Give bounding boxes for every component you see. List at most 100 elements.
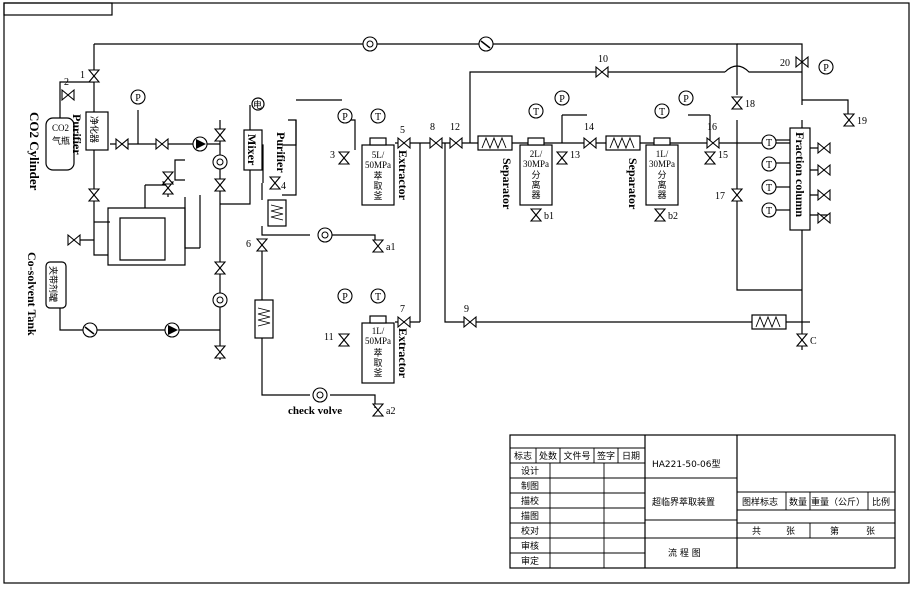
- valve-label: a2: [386, 406, 395, 417]
- valve-label: b1: [544, 211, 554, 222]
- separator-1-c2: 离: [531, 179, 540, 191]
- valve-b2[interactable]: b2: [653, 208, 678, 222]
- valve-icon[interactable]: [213, 261, 227, 275]
- valve-label: 18: [745, 99, 755, 110]
- motor-symbol: 电: [253, 99, 262, 111]
- valve-16[interactable]: 16: [706, 122, 720, 150]
- valve-icon[interactable]: [161, 171, 175, 185]
- valve-icon[interactable]: [155, 137, 169, 151]
- valve-4[interactable]: 4: [268, 176, 286, 192]
- extractor-1-vol: 5L/: [372, 150, 385, 160]
- extractor-2-c3: 釜: [373, 367, 382, 379]
- valve-2[interactable]: 2: [61, 77, 75, 102]
- temperature-gauge-icon: T: [654, 103, 670, 119]
- valve-label: 19: [857, 116, 867, 127]
- valve-15[interactable]: 15: [703, 150, 728, 165]
- valve-9[interactable]: 9: [463, 304, 477, 329]
- valve-label: 14: [584, 122, 594, 133]
- valve-icon[interactable]: [817, 188, 831, 202]
- extractor-2-c1: 萃: [373, 348, 382, 359]
- temperature-gauge-icon: T: [370, 288, 386, 304]
- title-role-cell: 校对: [521, 525, 539, 537]
- frame-tab: [3, 2, 113, 16]
- valve-a1[interactable]: a1: [371, 239, 395, 253]
- valve-11[interactable]: 11: [324, 332, 351, 347]
- title-header-cell: 日期: [622, 451, 640, 462]
- svg-text:T: T: [766, 160, 772, 171]
- co2-box-label: CO2: [52, 123, 69, 133]
- title-header-cell: 文件号: [563, 450, 590, 462]
- cosolvent-box-label: 夹带剂罐: [47, 266, 59, 302]
- extractor-2-vol: 1L/: [372, 326, 385, 336]
- valve-icon[interactable]: [213, 178, 227, 192]
- mixer-label: Mixer: [245, 134, 259, 166]
- temperature-gauge-icon: T: [761, 156, 777, 172]
- extractor-2-c2: 取: [373, 358, 382, 369]
- purifier-left-label: Purifier: [70, 114, 84, 155]
- co2-cylinder-vessel: [45, 117, 75, 171]
- valve-5[interactable]: 5: [397, 125, 411, 150]
- valve-7[interactable]: 7: [397, 304, 411, 329]
- valve-12[interactable]: 12: [449, 122, 463, 150]
- valve-20[interactable]: 20: [780, 55, 809, 69]
- temperature-gauge-icon: T: [761, 202, 777, 218]
- valve-13[interactable]: 13: [555, 150, 580, 165]
- valve-C[interactable]: C: [795, 333, 817, 347]
- extractor-2-pres: 50MPa: [365, 336, 391, 346]
- valve-label: 15: [718, 150, 728, 161]
- valve-b1[interactable]: b1: [529, 208, 554, 222]
- valve-icon[interactable]: [817, 141, 831, 155]
- separator-1-c1: 分: [531, 170, 540, 181]
- purifier-left-box-label: 净化器: [88, 116, 100, 143]
- purifier-left-vessel: [85, 111, 109, 151]
- pressure-gauge-icon: P: [337, 288, 353, 304]
- co2-box-sublabel: 气瓶: [52, 135, 70, 147]
- fraction-column-label: Fraction column: [793, 132, 807, 217]
- drawing-type: 流 程 图: [668, 547, 701, 559]
- valve-label: 12: [450, 122, 460, 133]
- extractor-1-c3: 釜: [373, 190, 382, 202]
- valve-icon[interactable]: [115, 137, 129, 151]
- separator-2-vessel: [645, 144, 679, 206]
- valve-icon[interactable]: [87, 188, 101, 202]
- extractor-1-c2: 取: [373, 181, 382, 192]
- valve-label: 6: [246, 239, 251, 250]
- valve-label: 13: [570, 150, 580, 161]
- heater-3: [477, 135, 513, 151]
- svg-text:T: T: [659, 107, 665, 118]
- valve-icon[interactable]: [213, 345, 227, 359]
- valve-a2[interactable]: a2: [371, 403, 395, 417]
- mixer-vessel: [243, 129, 263, 171]
- temperature-gauge-icon: T: [370, 108, 386, 124]
- valve-icon[interactable]: [817, 163, 831, 177]
- valve-8[interactable]: 8: [429, 122, 443, 150]
- valve-label: 5: [400, 125, 405, 136]
- drawing-model: HA221-50-06型: [652, 459, 721, 470]
- valve-label: 7: [400, 304, 405, 315]
- flowmeter-icon: [317, 227, 333, 243]
- pump-icon: [164, 322, 180, 338]
- title-field-cell: 图样标志: [742, 496, 778, 508]
- valve-icon[interactable]: [213, 128, 227, 142]
- valve-icon[interactable]: [67, 233, 81, 247]
- separator-2-c2: 离: [657, 179, 666, 191]
- valve-6[interactable]: 6: [246, 238, 269, 252]
- extractor-1-label: Extractor: [396, 150, 410, 201]
- title-role-cell: 制图: [521, 480, 539, 492]
- valve-10[interactable]: 10: [595, 54, 609, 79]
- svg-text:P: P: [559, 94, 565, 105]
- pumps: [82, 36, 494, 403]
- valve-3[interactable]: 3: [330, 150, 351, 165]
- valve-1[interactable]: 1: [80, 69, 101, 83]
- cosolvent-tank-label: Co-solvent Tank: [25, 252, 39, 336]
- valve-18[interactable]: 18: [730, 96, 755, 110]
- valve-19[interactable]: 19: [842, 113, 867, 127]
- svg-text:P: P: [342, 292, 348, 303]
- valve-17[interactable]: 17: [715, 188, 744, 202]
- valve-icon[interactable]: [817, 211, 831, 225]
- svg-text:T: T: [375, 112, 381, 123]
- valve-14[interactable]: 14: [583, 122, 597, 150]
- title-role-cell: 审核: [521, 540, 539, 552]
